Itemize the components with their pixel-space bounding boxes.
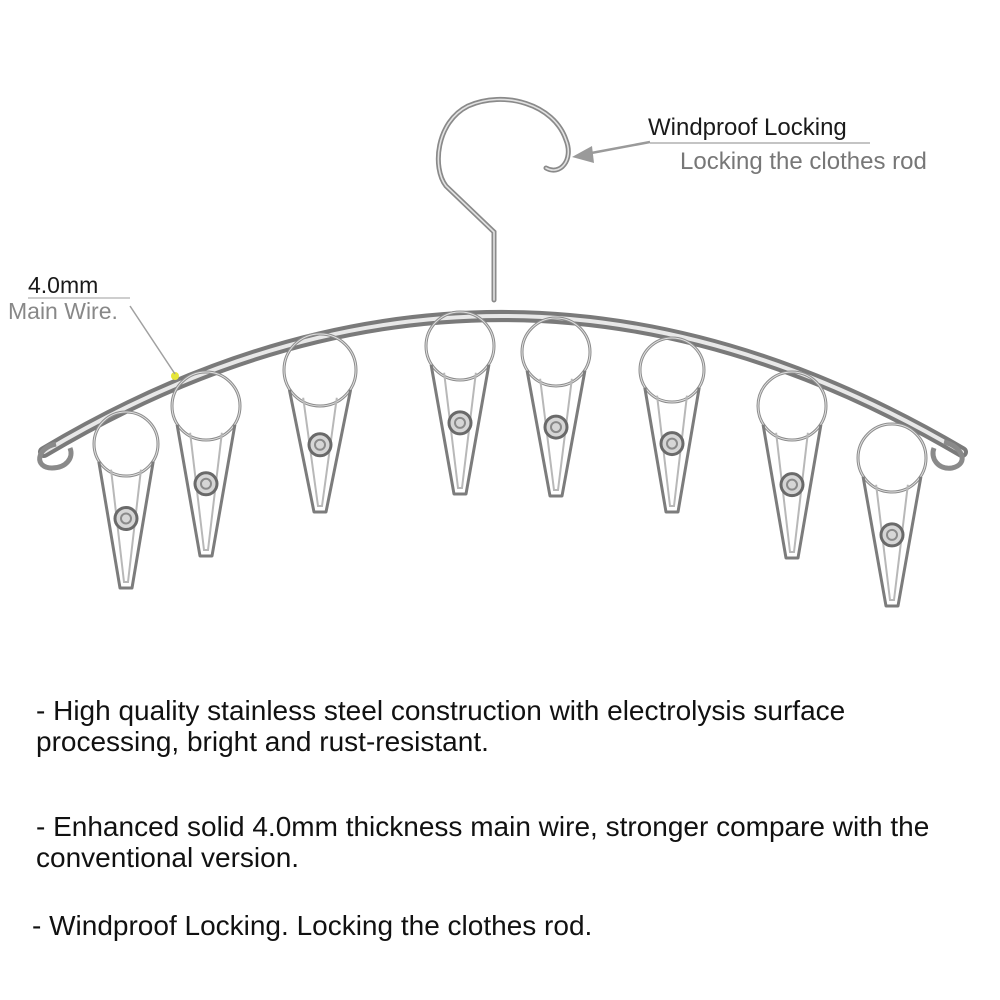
clothes-clip [520, 316, 592, 498]
right-end-loop [930, 439, 965, 471]
clip-ring-shine [639, 337, 705, 403]
clip-spring-coil [550, 421, 562, 434]
clip-ring-shine [857, 423, 927, 493]
clip-spring [779, 472, 805, 498]
clip-spring [113, 505, 139, 531]
clip-ring-shine [171, 371, 241, 441]
wire-highlight-dot [171, 372, 179, 380]
clip-jaw [175, 424, 237, 558]
clip-spring [307, 432, 333, 458]
clip-jaw [287, 389, 353, 514]
clip-jaw [429, 364, 491, 496]
clothes-clip [756, 370, 828, 560]
hook-callout-subtitle: Locking the clothes rod [680, 148, 927, 175]
wire-callout-subtitle: Main Wire. [8, 298, 118, 324]
hook-leader-line [585, 140, 651, 156]
clip-spring-coil [666, 437, 678, 450]
clip-jaw [643, 387, 701, 514]
clip-spring-coil [200, 477, 212, 490]
clothes-clip [170, 370, 242, 558]
wire-leader-line [129, 305, 176, 375]
clothes-clip [856, 422, 928, 608]
hanger-hook [435, 97, 571, 303]
clothes-clip [282, 332, 358, 514]
clip-spring [659, 431, 685, 457]
clip-spring [543, 414, 569, 440]
clothes-clip [424, 310, 496, 496]
left-end-loop [37, 441, 74, 471]
clip-jaw [861, 476, 923, 608]
clip-spring [193, 471, 219, 497]
wire-callout-title: 4.0mm [28, 272, 99, 298]
clip-ring-shine [521, 317, 591, 387]
clip-jaw [525, 370, 587, 498]
clip-group [92, 310, 928, 608]
clip-ring-shine [93, 411, 159, 477]
clip-spring-coil [314, 438, 326, 451]
clip-ring-shine [283, 333, 357, 407]
clip-jaw [761, 424, 823, 560]
clip-ring-shine [425, 311, 495, 381]
clip-spring-coil [120, 512, 132, 525]
clip-spring-coil [454, 416, 466, 429]
clothes-clip [92, 410, 160, 590]
clip-spring [447, 410, 473, 436]
clip-spring-coil [886, 528, 898, 541]
hook-callout-title: Windproof Locking [648, 114, 847, 141]
clip-jaw [97, 461, 155, 590]
clip-spring [879, 522, 905, 548]
clip-spring-coil [786, 478, 798, 491]
clothes-clip [638, 336, 706, 514]
clip-ring-shine [757, 371, 827, 441]
hook-leader-arrow [572, 146, 594, 163]
